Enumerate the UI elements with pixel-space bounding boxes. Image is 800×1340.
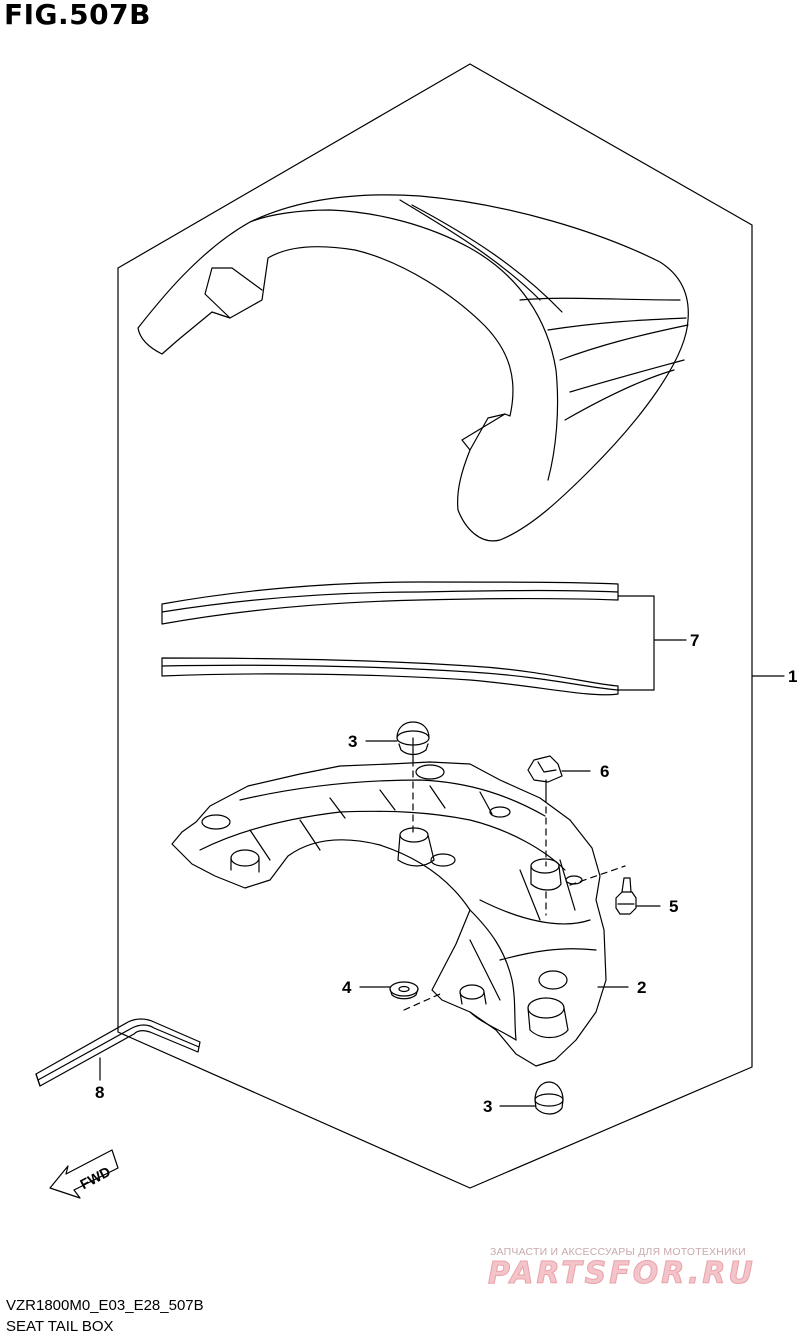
hex-key xyxy=(35,1018,201,1087)
watermark-logo: PARTSFOR.RU xyxy=(488,1256,756,1292)
leader-7 xyxy=(617,595,687,691)
watermark-text: ЗАПЧАСТИ И АКСЕССУАРЫ ДЛЯ МОТОТЕХНИКИ xyxy=(490,1246,746,1258)
callout-3-top: 3 xyxy=(348,732,357,751)
trim-strip-upper xyxy=(161,581,619,625)
clip-nut xyxy=(527,755,563,783)
seat-tail-cowl xyxy=(137,194,689,542)
fwd-label: FWD xyxy=(77,1163,113,1192)
callout-7: 7 xyxy=(690,631,699,650)
callout-5: 5 xyxy=(669,897,678,916)
callout-2: 2 xyxy=(637,978,646,997)
figure-code: VZR1800M0_E03_E28_507B xyxy=(6,1297,204,1314)
grommet-top xyxy=(396,721,430,756)
fwd-arrow xyxy=(49,1149,119,1199)
assembly-lines xyxy=(403,759,626,1011)
figure-title: FIG.507B xyxy=(4,0,151,31)
trim-strip-lower xyxy=(161,657,619,696)
bolt xyxy=(615,877,637,915)
base-bosses xyxy=(201,764,583,1039)
callout-6: 6 xyxy=(600,762,609,781)
callout-1: 1 xyxy=(788,667,797,686)
grommet-bottom xyxy=(534,1081,564,1115)
figure-name: SEAT TAIL BOX xyxy=(6,1318,114,1335)
seat-base-frame xyxy=(171,761,607,1067)
callout-3-bottom: 3 xyxy=(483,1097,492,1116)
callout-8: 8 xyxy=(95,1083,104,1102)
callout-4: 4 xyxy=(342,978,352,997)
washer xyxy=(389,981,419,1000)
assembly-boundary xyxy=(117,63,753,1189)
